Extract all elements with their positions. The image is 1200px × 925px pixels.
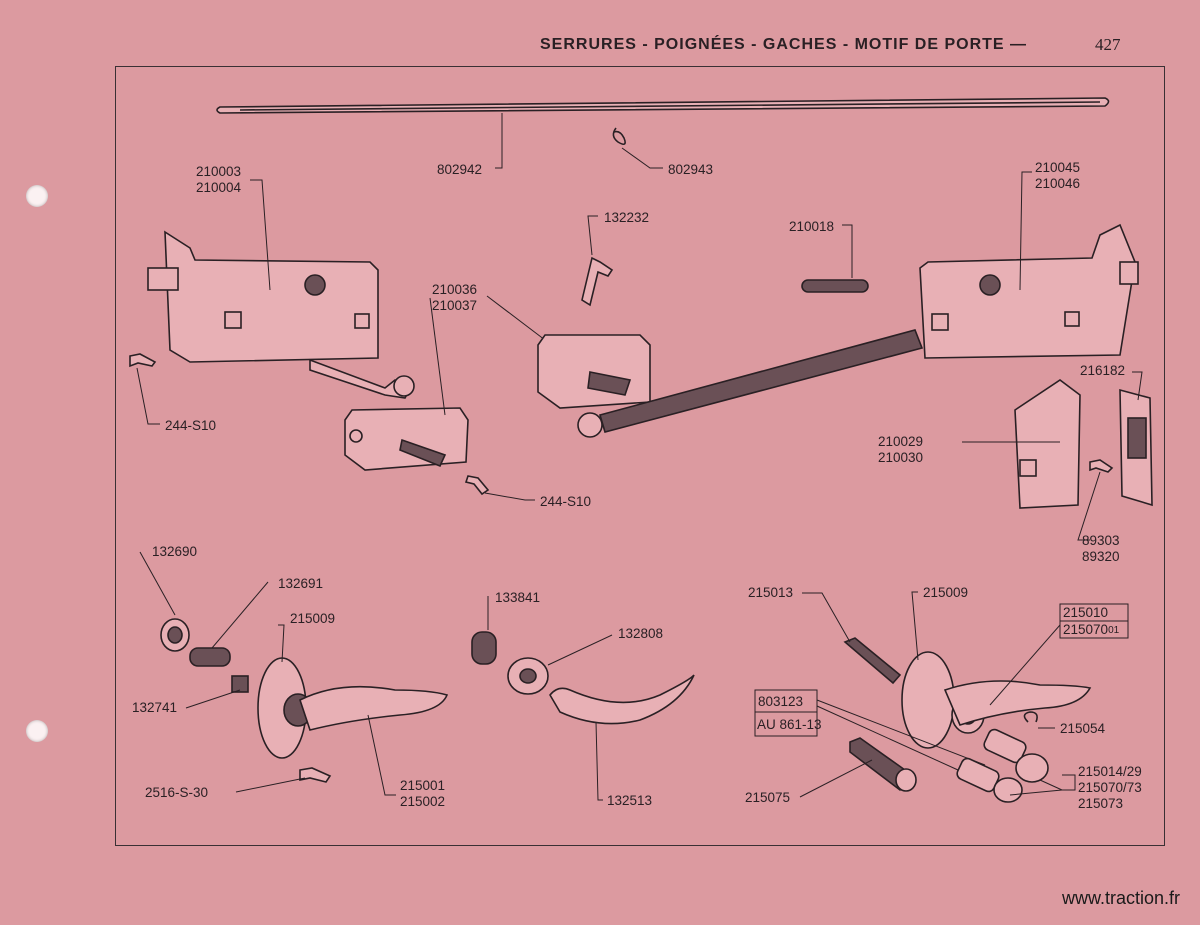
screw-right bbox=[1089, 459, 1114, 473]
middle-door-handle bbox=[549, 674, 695, 725]
left-handle-spring bbox=[189, 647, 231, 667]
label-210037: 210037 bbox=[432, 298, 477, 313]
connecting-rod bbox=[599, 329, 924, 433]
lock-barrel bbox=[849, 737, 917, 792]
striker-plate bbox=[1014, 379, 1081, 509]
page-title: SERRURES - POIGNÉES - GACHES - MOTIF DE … bbox=[540, 36, 1027, 54]
label-210018: 210018 bbox=[789, 219, 834, 234]
door-rod bbox=[216, 97, 1110, 114]
right-handle-spindle bbox=[843, 637, 902, 685]
label-133841: 133841 bbox=[495, 590, 540, 605]
label-89320: 89320 bbox=[1082, 549, 1120, 564]
label-210004: 210004 bbox=[196, 180, 242, 195]
right-lock-body bbox=[919, 223, 1139, 359]
label-210045: 210045 bbox=[1035, 160, 1080, 175]
binder-hole-bottom bbox=[26, 720, 48, 742]
label-215010: 215010 bbox=[1063, 605, 1108, 620]
label-132513: 132513 bbox=[607, 793, 652, 808]
page-number: 427 bbox=[1095, 35, 1121, 54]
watermark-url: www.traction.fr bbox=[1061, 888, 1180, 908]
label-215054: 215054 bbox=[1060, 721, 1106, 736]
label-89303: 89303 bbox=[1082, 533, 1120, 548]
label-215070-01-suffix: 01 bbox=[1108, 625, 1120, 636]
label-132691: 132691 bbox=[278, 576, 323, 591]
label-215009-right: 215009 bbox=[923, 585, 968, 600]
page-title-text: SERRURES - POIGNÉES - GACHES - MOTIF DE … bbox=[540, 36, 1005, 53]
label-244-s10-left: 244-S10 bbox=[165, 418, 216, 433]
left-lock-mechanism bbox=[344, 407, 469, 471]
label-215013: 215013 bbox=[748, 585, 793, 600]
label-210029: 210029 bbox=[878, 434, 923, 449]
label-215070-73: 215070/73 bbox=[1078, 780, 1142, 795]
label-215073: 215073 bbox=[1078, 796, 1123, 811]
label-210030: 210030 bbox=[878, 450, 923, 465]
middle-handle-spring bbox=[471, 631, 497, 665]
label-802943: 802943 bbox=[668, 162, 713, 177]
right-handle-retaining-clip bbox=[1023, 711, 1038, 723]
label-215002: 215002 bbox=[400, 794, 445, 809]
label-210046: 210046 bbox=[1035, 176, 1080, 191]
left-handle-bushing bbox=[231, 675, 249, 693]
left-handle-rosette-cup bbox=[160, 618, 190, 652]
label-132808: 132808 bbox=[618, 626, 663, 641]
right-door-handle bbox=[901, 651, 1092, 749]
rod-clip bbox=[612, 127, 626, 146]
label-215075: 215075 bbox=[745, 790, 790, 805]
label-210003: 210003 bbox=[196, 164, 241, 179]
label-2516-s-30: 2516-S-30 bbox=[145, 785, 208, 800]
page-title-dash: — bbox=[1010, 36, 1028, 53]
spring-clip bbox=[581, 256, 614, 307]
label-215014-29: 215014/29 bbox=[1078, 764, 1142, 779]
screw-left bbox=[129, 353, 157, 368]
lock-cylinders-and-keys bbox=[956, 728, 1049, 803]
screw-center bbox=[464, 475, 490, 496]
label-210036: 210036 bbox=[432, 282, 477, 297]
label-132741: 132741 bbox=[132, 700, 177, 715]
label-244-s10-center: 244-S10 bbox=[540, 494, 591, 509]
label-215009-left: 215009 bbox=[290, 611, 335, 626]
door-trim-motif bbox=[1119, 388, 1153, 507]
binder-hole-top bbox=[26, 185, 48, 207]
left-lock-body bbox=[147, 230, 415, 399]
label-803123: 803123 bbox=[758, 694, 803, 709]
label-215001: 215001 bbox=[400, 778, 445, 793]
center-lock-mechanism bbox=[537, 334, 651, 438]
label-132232: 132232 bbox=[604, 210, 649, 225]
left-door-handle bbox=[257, 657, 449, 759]
label-au-861-13: AU 861-13 bbox=[757, 717, 822, 732]
middle-handle-rosette bbox=[507, 657, 549, 695]
label-216182: 216182 bbox=[1080, 363, 1125, 378]
label-132690: 132690 bbox=[152, 544, 197, 559]
diagram-frame bbox=[115, 66, 1165, 846]
label-215070-01: 21507001 bbox=[1063, 622, 1120, 637]
label-802942: 802942 bbox=[437, 162, 482, 177]
coil-spring bbox=[801, 279, 869, 293]
left-handle-screw bbox=[299, 767, 332, 783]
label-215070-01-number: 215070 bbox=[1063, 622, 1108, 637]
